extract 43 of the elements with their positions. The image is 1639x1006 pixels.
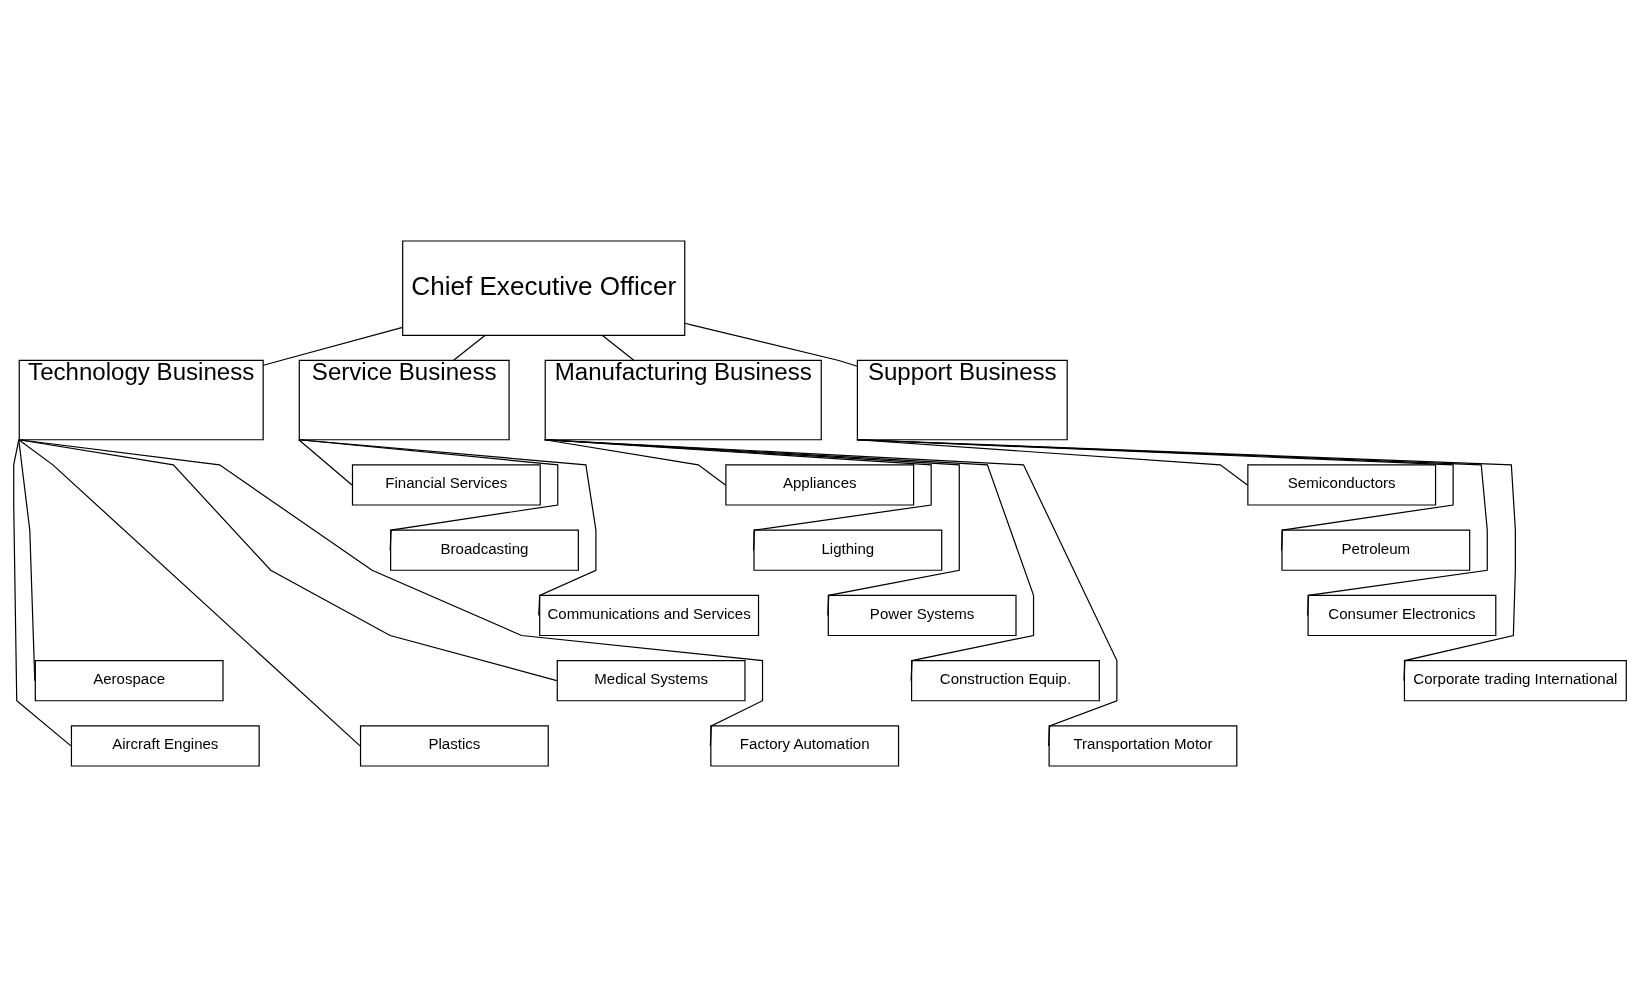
node-box: Corporate trading International (1403, 659, 1627, 701)
connector (17, 438, 763, 746)
connector (17, 438, 35, 681)
node-box: Chief Executive Officer (401, 239, 685, 336)
node-box: Broadcasting (389, 529, 579, 571)
node-box: Manufacturing Business (544, 359, 822, 440)
connector (543, 438, 1117, 746)
connector (543, 438, 932, 551)
node-box: Support Business (856, 359, 1068, 440)
node-box: Construction Equip. (910, 659, 1100, 701)
node-box: Medical Systems (556, 659, 746, 701)
node-box: Communications and Services (538, 594, 759, 636)
connector (855, 438, 1454, 551)
connector (452, 334, 486, 361)
connector (543, 438, 960, 616)
connector (683, 322, 858, 367)
node-box: Technology Business (18, 359, 264, 440)
connector (262, 326, 403, 366)
node-box: Consumer Electronics (1307, 594, 1496, 636)
node-box: Plastics (359, 724, 549, 767)
connector (601, 334, 634, 361)
node-box: Factory Automation (709, 724, 899, 767)
node-box: Ligthing (752, 529, 942, 571)
node-box: Transportation Motor (1048, 724, 1237, 767)
connector (297, 438, 353, 486)
connector (17, 438, 557, 681)
node-box: Aircraft Engines (70, 724, 260, 767)
connector (855, 438, 1248, 486)
connector (543, 438, 1034, 681)
node-box: Financial Services (351, 463, 541, 506)
node-box: Aerospace (34, 659, 224, 701)
connector (855, 438, 1516, 681)
connector (297, 438, 596, 616)
connector (12, 438, 72, 746)
connector (543, 438, 726, 486)
node-box: Appliances (724, 463, 914, 506)
node-box: Semiconductors (1246, 463, 1436, 506)
node-box: Service Business (298, 359, 510, 440)
connector (297, 438, 558, 551)
node-box: Power Systems (827, 594, 1017, 636)
connector (17, 438, 361, 746)
connector (855, 438, 1488, 616)
node-box: Petroleum (1280, 529, 1470, 571)
